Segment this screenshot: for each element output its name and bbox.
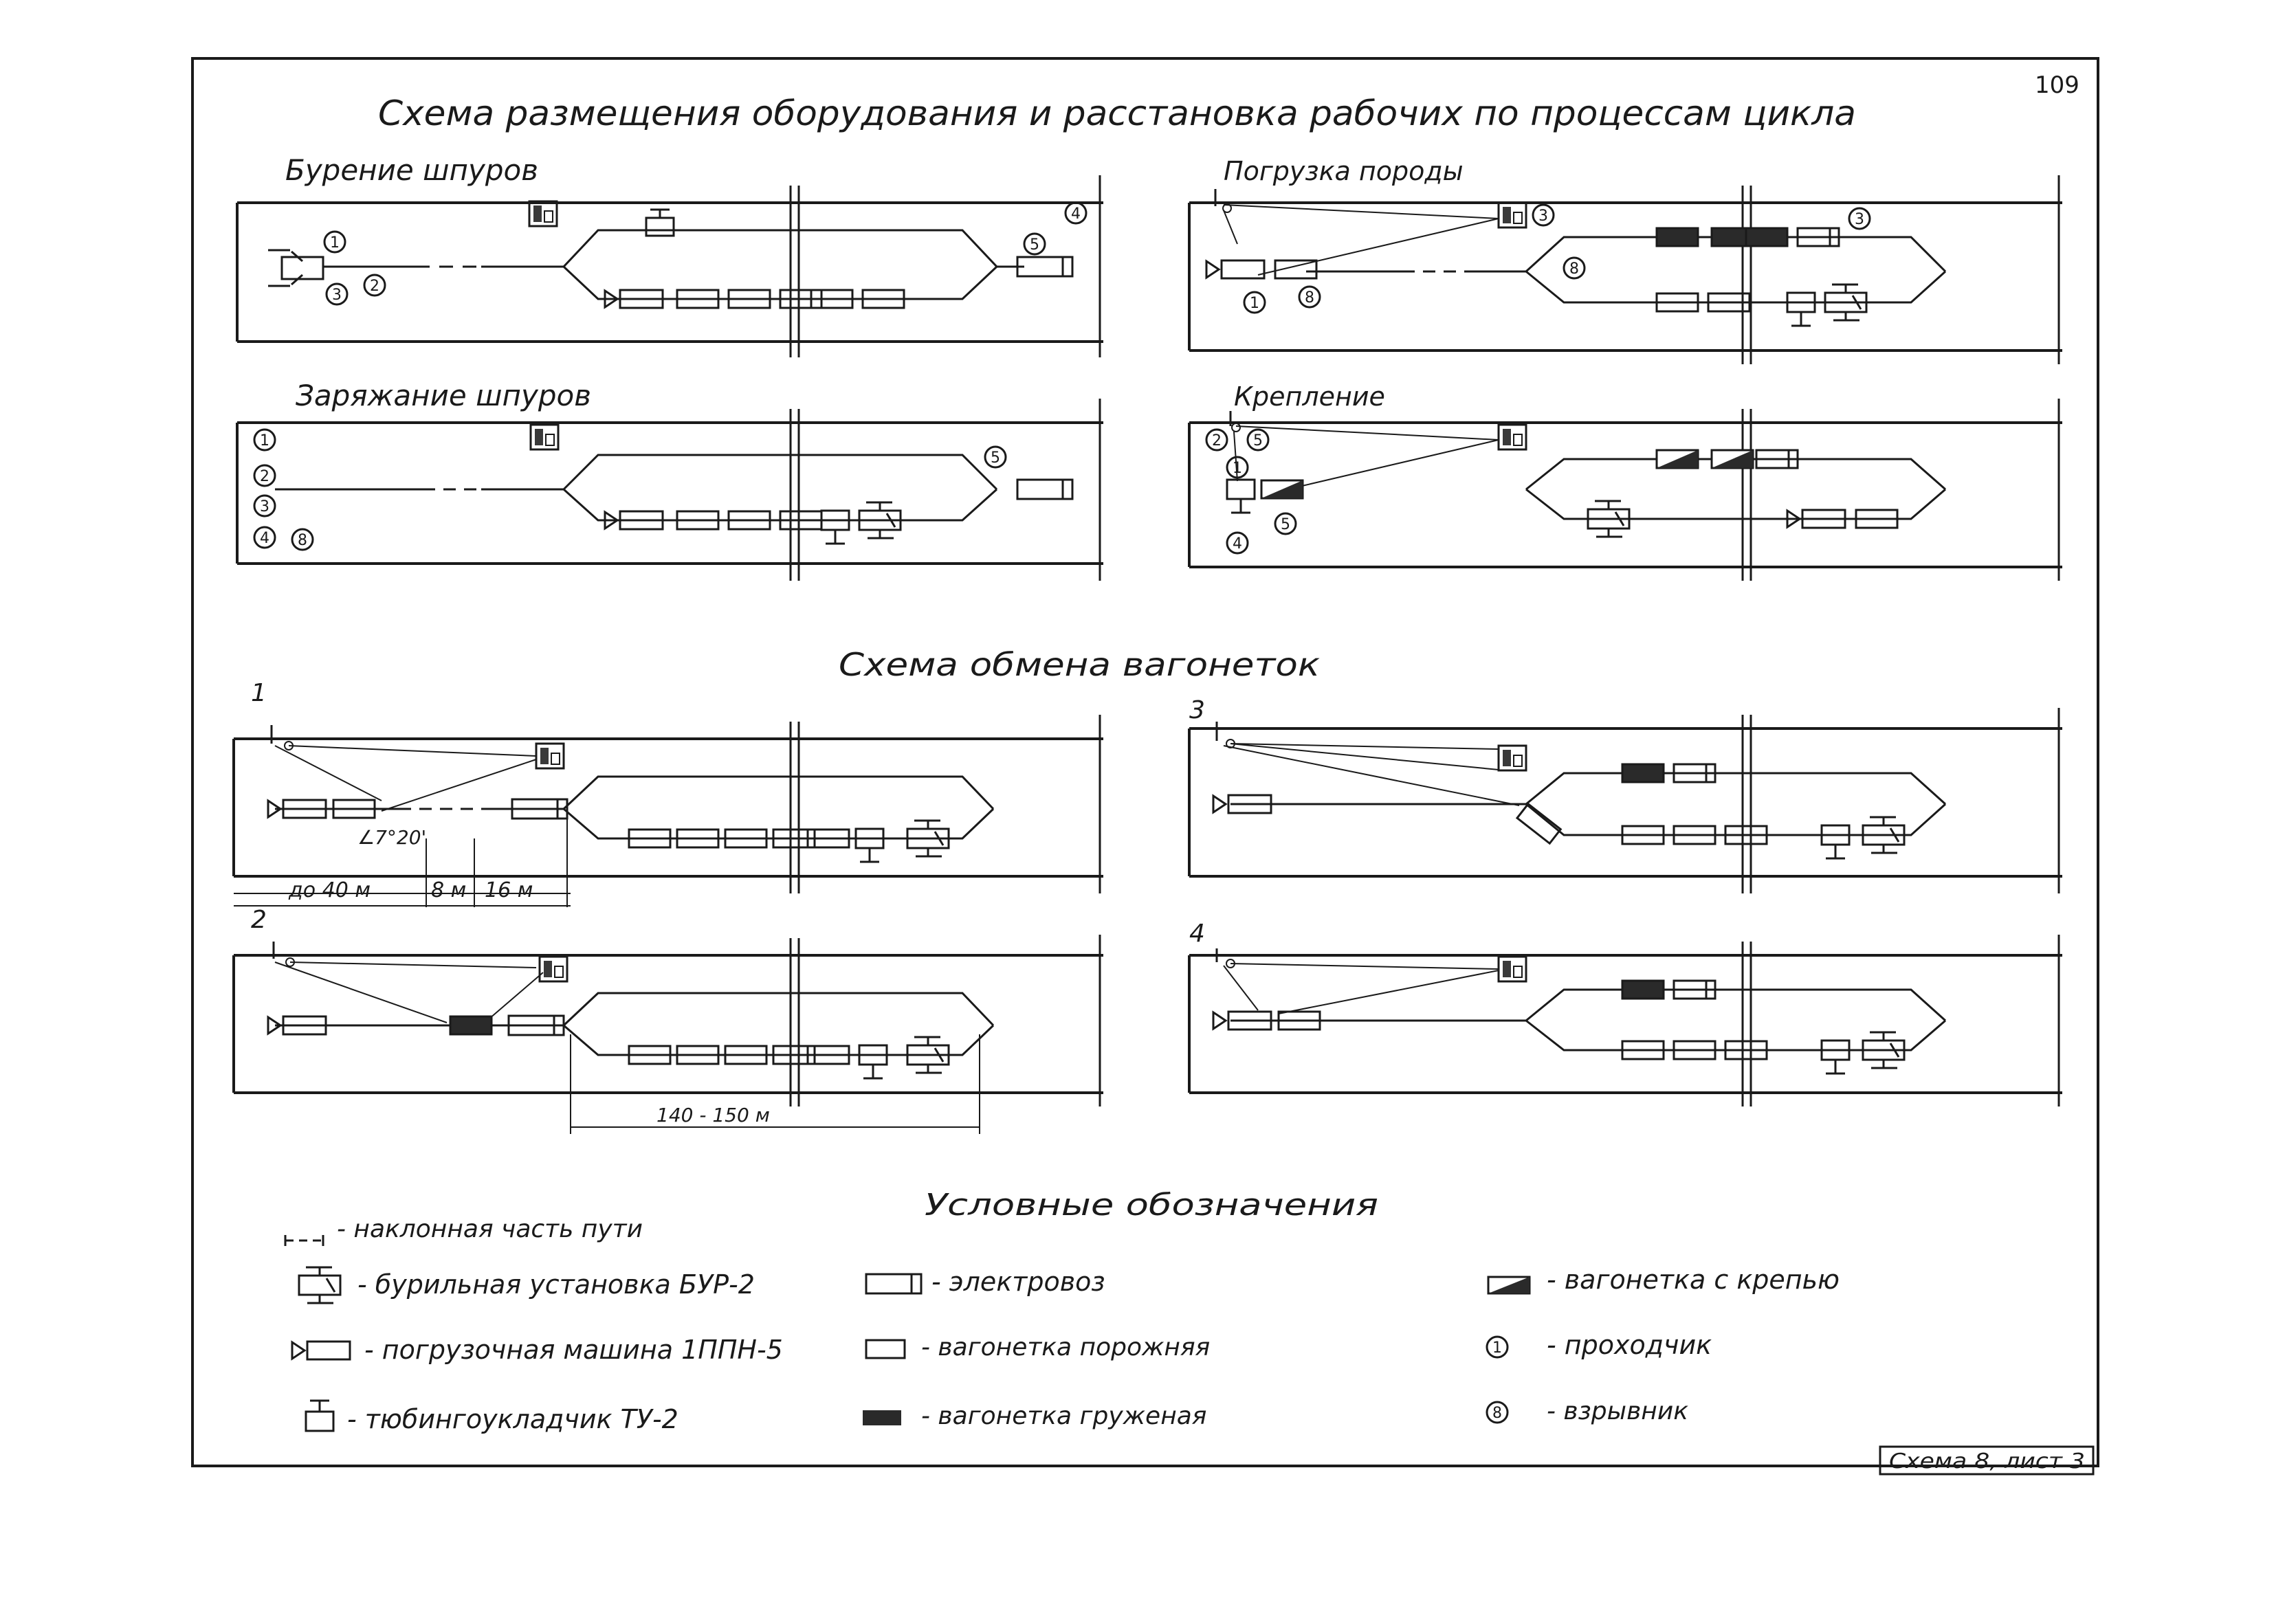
svg-text:3: 3 (1189, 696, 1205, 724)
svg-text:Схема 8, лист 3: Схема 8, лист 3 (1889, 1449, 2085, 1473)
legend-incline: - наклонная часть пути (284, 1215, 643, 1246)
train-lower-empty (1655, 283, 1868, 327)
panel-charging: Заряжание шпуров 1 2 3 4 8 5 (236, 379, 1103, 581)
loco-drilling (1016, 256, 1074, 278)
svg-text:1: 1 (260, 432, 269, 449)
train-upper-loaded (1655, 227, 1840, 247)
svg-text:- вагонетка груженая: - вагонетка груженая (921, 1402, 1206, 1430)
svg-text:- проходчик: - проходчик (1547, 1330, 1712, 1360)
svg-text:4: 4 (1233, 535, 1242, 553)
svg-text:- тюбингоукладчик ТУ-2: - тюбингоукладчик ТУ-2 (347, 1404, 678, 1434)
svg-text:4: 4 (260, 530, 269, 547)
legend-blaster: 8 - взрывник (1486, 1397, 1688, 1425)
train-lower-ex1 (628, 819, 950, 863)
legend-miner: 1 - проходчик (1486, 1330, 1712, 1360)
cage-icon (1497, 955, 1527, 983)
panel-exchange-2: 2 140 - 150 м (232, 906, 1103, 1134)
erector-support (1226, 478, 1256, 514)
svg-text:3: 3 (332, 287, 342, 304)
svg-text:- погрузочная машина 1ППН-5: - погрузочная машина 1ППН-5 (364, 1335, 783, 1365)
legend: Условные обозначения - наклонная часть п… (284, 1188, 1840, 1434)
svg-text:4: 4 (1071, 205, 1081, 223)
exchange-title: Схема обмена вагонеток (839, 646, 1320, 683)
svg-text:1: 1 (330, 234, 340, 252)
section-title-charging: Заряжание шпуров (296, 379, 591, 412)
dim-16m: 16 м (485, 878, 533, 902)
svg-text:2: 2 (1212, 432, 1222, 449)
legend-car-support: - вагонетка с крепью (1487, 1265, 1840, 1295)
loader-mucking (1205, 259, 1266, 280)
legend-loader: - погрузочная машина 1ППН-5 (291, 1335, 783, 1365)
svg-text:- наклонная часть пути: - наклонная часть пути (337, 1215, 643, 1243)
svg-text:8: 8 (1305, 289, 1314, 307)
svg-text:2: 2 (370, 278, 379, 295)
panel-exchange-3: 3 (1188, 696, 2062, 893)
main-title: Схема размещения оборудования и расстано… (378, 93, 1856, 133)
cage-icon (529, 423, 560, 451)
angle-label: ∠7°20' (357, 826, 426, 849)
panel-exchange-4: 4 (1188, 920, 2062, 1106)
train-upper-support (1655, 449, 1799, 469)
legend-drill-rig: - бурильная установка БУР-2 (298, 1266, 755, 1304)
dim-140-150m: 140 - 150 м (656, 1104, 770, 1126)
train-lower-ex4 (1621, 1031, 1906, 1075)
workers-drilling: 1 2 3 4 5 (323, 201, 1088, 306)
svg-text:- электровоз: - электровоз (931, 1267, 1105, 1297)
svg-text:3: 3 (1855, 211, 1864, 228)
svg-text:1: 1 (1492, 1339, 1502, 1357)
svg-text:- бурильная установка БУР-2: - бурильная установка БУР-2 (357, 1269, 755, 1300)
train-lower-ex3 (1621, 816, 1906, 860)
cage-icon (528, 200, 558, 227)
section-title-support: Крепление (1234, 381, 1385, 412)
cage-icon (1497, 201, 1527, 229)
cage-icon (1497, 423, 1527, 451)
svg-text:8: 8 (1492, 1405, 1502, 1422)
svg-text:2: 2 (260, 468, 269, 485)
svg-text:4: 4 (1189, 920, 1205, 948)
svg-text:- взрывник: - взрывник (1547, 1397, 1688, 1425)
svg-text:1: 1 (251, 679, 267, 707)
dim-40m: до 40 м (288, 878, 371, 902)
svg-text:3: 3 (260, 498, 269, 515)
section-title-drilling: Бурение шпуров (285, 153, 538, 187)
page-number: 109 (2035, 71, 2079, 99)
erector-upper (645, 208, 675, 237)
loco-charging (1016, 478, 1074, 500)
legend-title: Условные обозначения (925, 1188, 1378, 1223)
svg-text:2: 2 (251, 906, 267, 934)
sheet-frame (191, 57, 2099, 1467)
stamp-box: Схема 8, лист 3 (1879, 1445, 2095, 1476)
svg-text:5: 5 (1253, 432, 1263, 449)
svg-text:3: 3 (1538, 208, 1548, 225)
train-lower-ex2 (628, 1036, 950, 1080)
dim-8m: 8 м (431, 878, 466, 902)
train-lower-charging (604, 501, 902, 545)
legend-car-loaded: - вагонетка груженая (863, 1402, 1206, 1430)
legend-car-empty: - вагонетка порожняя (865, 1333, 1210, 1361)
panel-exchange-1: 1 ∠7°20' (232, 679, 1103, 907)
cage-icon (535, 742, 565, 770)
drill-rig-face (268, 249, 324, 287)
svg-text:5: 5 (1281, 516, 1290, 533)
legend-erector: - тюбингоукладчик ТУ-2 (305, 1399, 678, 1434)
svg-text:- вагонетка с крепью: - вагонетка с крепью (1547, 1265, 1840, 1295)
section-title-mucking: Погрузка породы (1224, 156, 1464, 186)
cage-icon (1497, 744, 1527, 772)
panel-mucking: Погрузка породы (1188, 156, 2062, 364)
svg-text:5: 5 (991, 449, 1000, 467)
svg-text:1: 1 (1250, 295, 1259, 312)
panel-support: Крепление 2 (1188, 381, 2062, 581)
svg-text:8: 8 (1569, 260, 1579, 278)
svg-text:5: 5 (1030, 236, 1039, 254)
svg-text:8: 8 (298, 532, 307, 549)
panel-drilling: Бурение шпуров (236, 153, 1103, 357)
svg-text:- вагонетка порожняя: - вагонетка порожняя (921, 1333, 1210, 1361)
cage-icon (538, 955, 568, 983)
legend-loco: - электровоз (865, 1267, 1105, 1297)
svg-text:1: 1 (1233, 460, 1242, 477)
